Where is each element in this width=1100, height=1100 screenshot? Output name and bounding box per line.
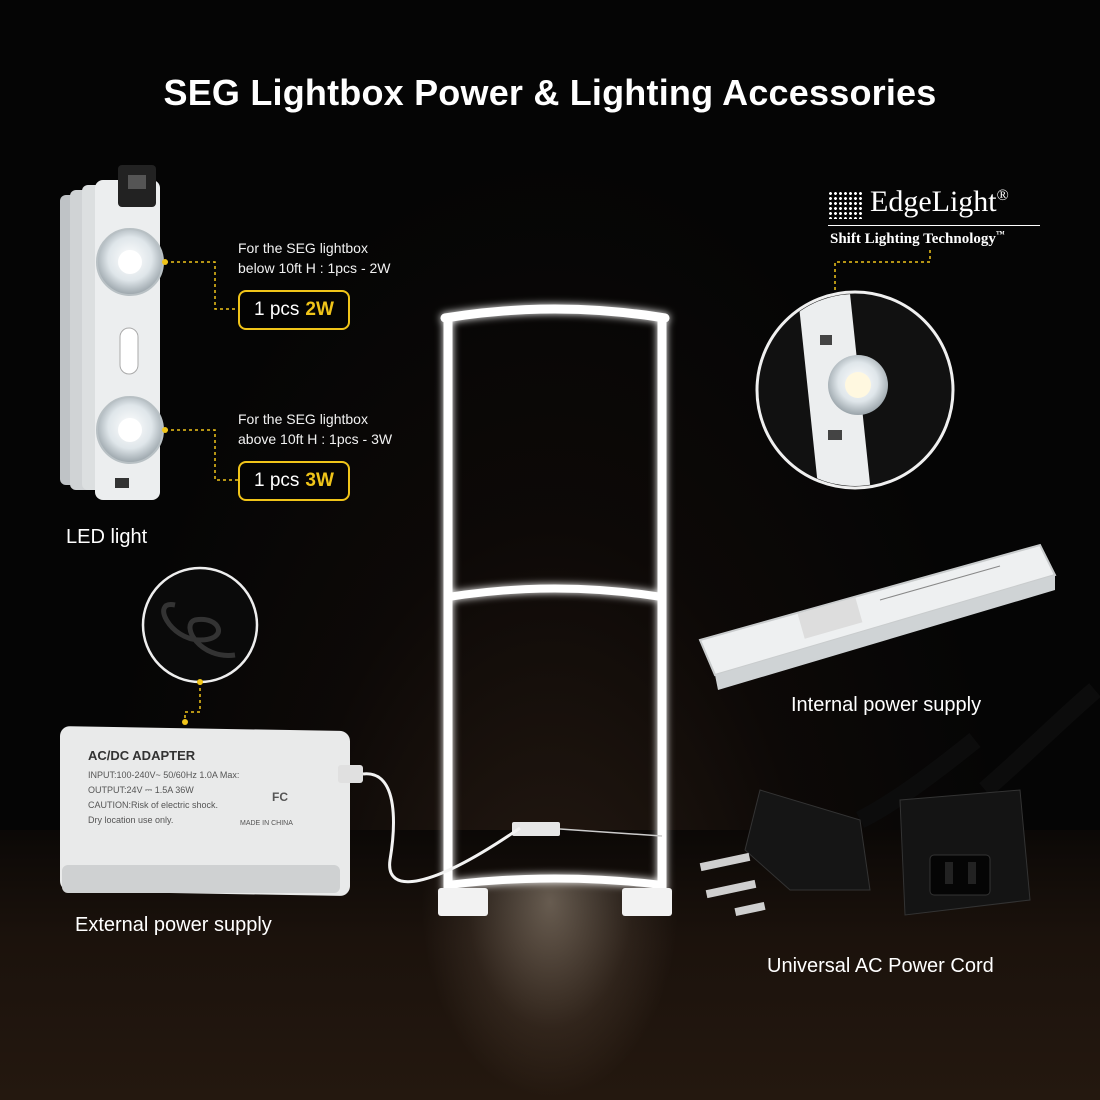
frame-foot-left [438, 888, 488, 916]
logo-dots-icon [828, 191, 862, 219]
brand-rule [828, 225, 1040, 226]
adapter-dry: Dry location use only. [88, 815, 174, 825]
floor-glow [420, 880, 680, 1100]
adapter-heading: AC/DC ADAPTER [88, 748, 196, 763]
power-cord-label: Universal AC Power Cord [767, 955, 994, 977]
note-2w-line2: below 10ft H : 1pcs - 2W [238, 260, 391, 276]
external-adapter-image [60, 726, 521, 896]
lightbox-frame-image [440, 304, 670, 895]
adapter-input: INPUT:100-240V~ 50/60Hz 1.0A Max: [88, 770, 240, 780]
adapter-fc: FC [272, 790, 288, 804]
led-callouts [165, 261, 238, 481]
note-3w-line1: For the SEG lightbox [238, 411, 368, 427]
led-module-image [60, 165, 164, 500]
led-light-label: LED light [66, 526, 148, 548]
ac-power-cord-image [699, 683, 1100, 917]
internal-power-supply-image [698, 543, 1057, 690]
badge-3w-qty: 1 pcs [254, 470, 300, 491]
external-power-supply-label: External power supply [75, 914, 272, 936]
note-3w-line2: above 10ft H : 1pcs - 3W [238, 431, 393, 447]
badge-3w-watt: 3W [305, 470, 334, 491]
brand-tagline: Shift Lighting Technology™ [830, 229, 1005, 247]
frame-switch [512, 822, 560, 836]
adapter-output: OUTPUT:24V ⎓ 1.5A 36W [88, 785, 194, 795]
adapter-made: MADE IN CHINA [240, 820, 293, 827]
badge-2w-watt: 2W [305, 299, 334, 320]
note-2w-line1: For the SEG lightbox [238, 240, 368, 256]
frame-foot-right [622, 888, 672, 916]
adapter-caution: CAUTION:Risk of electric shock. [88, 800, 219, 810]
badge-2w-qty: 1 pcs [254, 299, 300, 320]
note-3w: For the SEG lightbox above 10ft H : 1pcs… [238, 409, 392, 449]
cable-zoom-circle [141, 566, 259, 684]
page-title: SEG Lightbox Power & Lighting Accessorie… [163, 72, 937, 113]
led-zoom-circle [755, 290, 955, 490]
internal-power-supply-label: Internal power supply [791, 694, 982, 716]
brand-name: EdgeLight® [870, 185, 1009, 218]
note-2w: For the SEG lightbox below 10ft H : 1pcs… [238, 238, 391, 278]
